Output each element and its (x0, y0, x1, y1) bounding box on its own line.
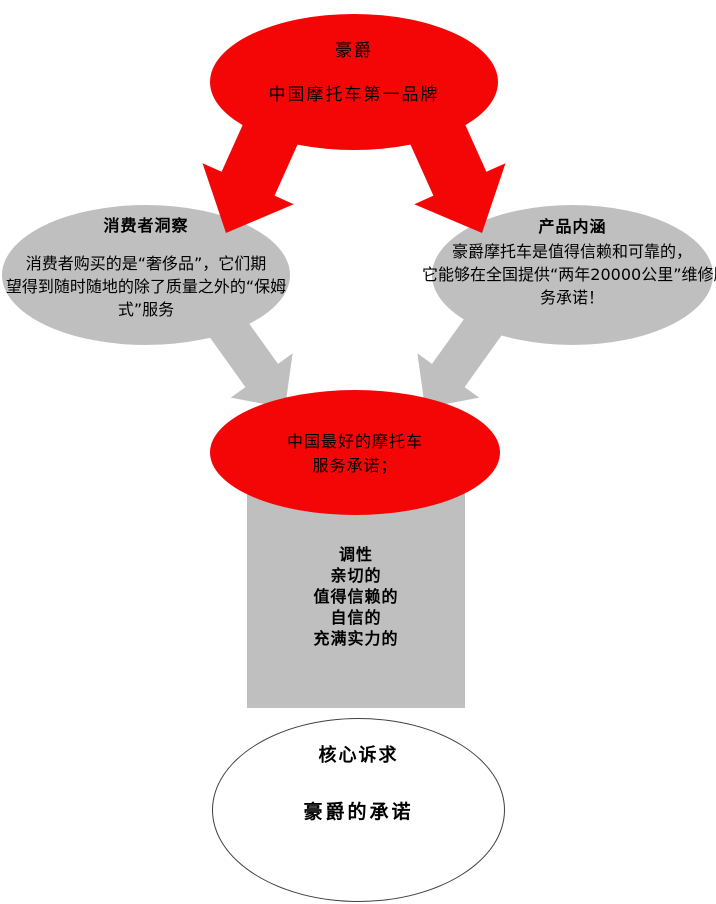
tone-text-block: 调性 亲切的 值得信赖的 自信的 充满实力的 (247, 544, 465, 649)
core-appeal-body: 豪爵的承诺 (303, 801, 414, 823)
product-connotation-title: 产品内涵 (538, 217, 607, 236)
brand-tagline: 中国摩托车第一品牌 (268, 85, 440, 105)
body-line: 豪爵摩托车是值得信赖和可靠的， (451, 242, 692, 261)
core-appeal-node: 核心诉求 豪爵的承诺 (212, 718, 505, 902)
service-promise-text: 中国最好的摩托车 服务承诺； (210, 430, 500, 478)
product-connotation-node: 产品内涵 豪爵摩托车是值得信赖和可靠的， 它能够在全国提供“两年20000公里”… (422, 205, 716, 345)
body-line: 望得到随时随地的除了质量之外的“保姆 (5, 277, 287, 296)
brand-name: 豪爵 (335, 41, 373, 61)
product-connotation-body: 豪爵摩托车是值得信赖和可靠的， 它能够在全国提供“两年20000公里”维修服 务… (422, 240, 716, 309)
body-line: 消费者购买的是“奢侈品”，它们期 (25, 254, 267, 273)
promise-line: 中国最好的摩托车 (286, 432, 423, 451)
tone-item: 值得信赖的 (313, 587, 399, 606)
brand-node: 豪爵 中国摩托车第一品牌 (210, 14, 498, 150)
body-line: 务承诺！ (539, 288, 604, 307)
consumer-insight-title: 消费者洞察 (103, 216, 189, 235)
body-line: 式”服务 (117, 300, 175, 319)
tone-item: 亲切的 (330, 566, 382, 585)
tone-item: 充满实力的 (313, 629, 399, 648)
promise-line: 服务承诺； (312, 456, 398, 475)
tone-item: 自信的 (330, 608, 382, 627)
body-line: 它能够在全国提供“两年20000公里”维修服 (422, 265, 716, 284)
tone-title: 调性 (338, 545, 373, 564)
consumer-insight-body: 消费者购买的是“奢侈品”，它们期 望得到随时随地的除了质量之外的“保姆 式”服务 (0, 252, 316, 321)
consumer-insight-node: 消费者洞察 消费者购买的是“奢侈品”，它们期 望得到随时随地的除了质量之外的“保… (2, 205, 290, 345)
service-promise-node: 中国最好的摩托车 服务承诺； (210, 390, 500, 515)
core-appeal-title: 核心诉求 (318, 745, 399, 766)
